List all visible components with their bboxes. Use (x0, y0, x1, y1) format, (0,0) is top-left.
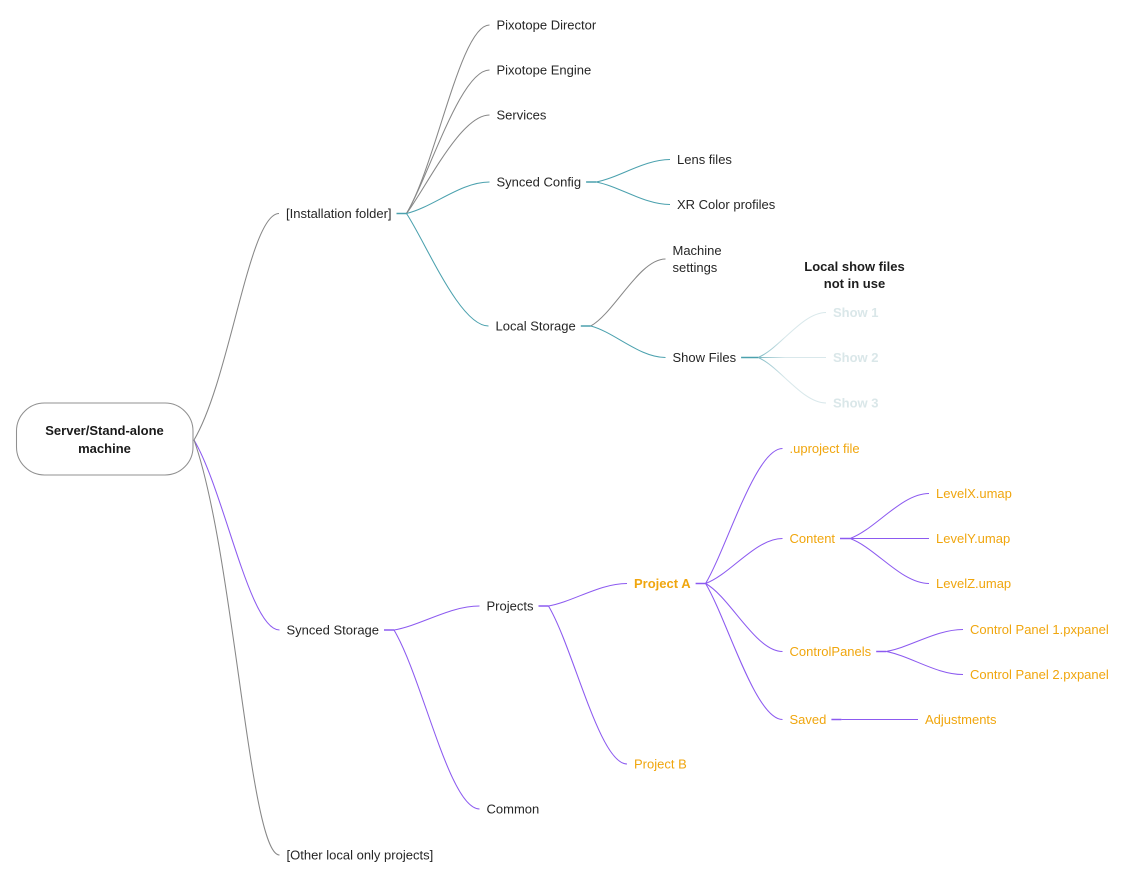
svg-text:.uproject file: .uproject file (790, 441, 860, 456)
svg-text:Synced Config: Synced Config (497, 175, 582, 190)
svg-text:[Other local only projects]: [Other local only projects] (287, 848, 434, 863)
svg-text:not in use: not in use (824, 276, 885, 291)
svg-text:Project B: Project B (634, 757, 687, 772)
svg-text:XR Color profiles: XR Color profiles (677, 197, 776, 212)
svg-text:Show 1: Show 1 (833, 305, 879, 320)
svg-text:Content: Content (790, 531, 836, 546)
svg-text:Saved: Saved (790, 712, 827, 727)
svg-text:Control Panel 2.pxpanel: Control Panel 2.pxpanel (970, 667, 1109, 682)
svg-text:Local Storage: Local Storage (496, 319, 576, 334)
svg-text:Project A: Project A (634, 576, 691, 591)
svg-text:Common: Common (487, 802, 540, 817)
svg-text:Synced Storage: Synced Storage (287, 623, 380, 638)
svg-text:Services: Services (497, 108, 547, 123)
svg-text:Projects: Projects (487, 599, 534, 614)
svg-text:Lens files: Lens files (677, 152, 732, 167)
svg-text:settings: settings (673, 260, 718, 275)
svg-text:Pixotope Engine: Pixotope Engine (497, 63, 592, 78)
svg-text:Pixotope Director: Pixotope Director (497, 18, 597, 33)
svg-text:Adjustments: Adjustments (925, 712, 997, 727)
svg-text:LevelZ.umap: LevelZ.umap (936, 576, 1011, 591)
svg-text:Machine: Machine (673, 243, 722, 258)
svg-text:ControlPanels: ControlPanels (790, 644, 872, 659)
svg-text:Control Panel 1.pxpanel: Control Panel 1.pxpanel (970, 622, 1109, 637)
svg-text:Local show files: Local show files (804, 259, 904, 274)
svg-text:[Installation folder]: [Installation folder] (286, 206, 392, 221)
svg-text:Show 3: Show 3 (833, 396, 879, 411)
svg-text:Server/Stand-alone: Server/Stand-alone (45, 423, 164, 438)
svg-text:Show 2: Show 2 (833, 350, 879, 365)
svg-text:Show Files: Show Files (673, 350, 737, 365)
svg-text:LevelX.umap: LevelX.umap (936, 486, 1012, 501)
svg-text:machine: machine (78, 441, 131, 456)
svg-text:LevelY.umap: LevelY.umap (936, 531, 1010, 546)
